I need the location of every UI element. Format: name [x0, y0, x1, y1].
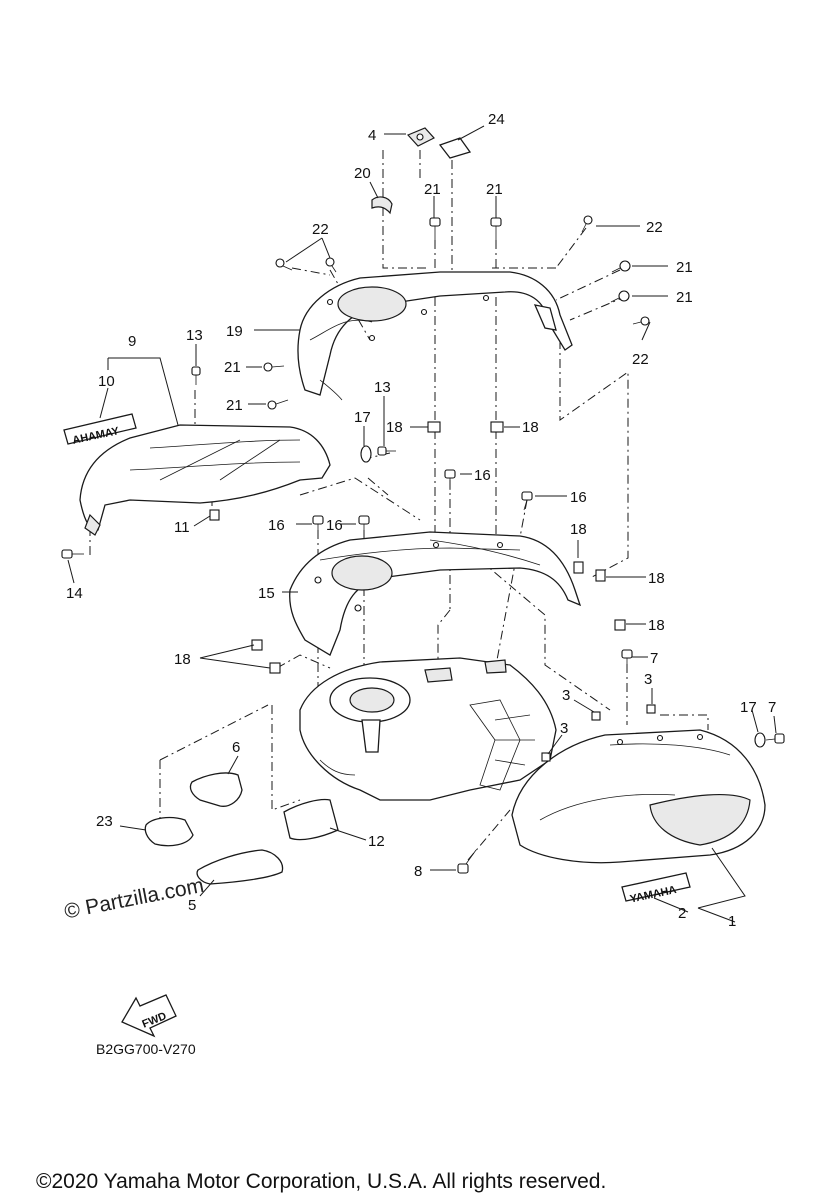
screw-16-a — [444, 469, 456, 490]
pad-part-5 — [196, 849, 284, 885]
callout-16-c: 16 — [268, 517, 285, 534]
screw-13-a — [191, 366, 201, 385]
left-side-cover-part-9 — [79, 424, 331, 536]
fwd-arrow-icon: FWD — [121, 994, 177, 1038]
tank-cover-part-15 — [289, 531, 582, 656]
callout-7-b: 7 — [768, 699, 776, 716]
clip-18-b — [490, 421, 504, 433]
callout-12: 12 — [368, 833, 385, 850]
screw-21-f — [267, 399, 289, 410]
screw-21-d — [610, 290, 630, 303]
leader-lines — [67, 125, 777, 923]
screw-22-c — [581, 215, 593, 233]
callout-3-b: 3 — [562, 687, 570, 704]
watermark: © Partzilla.com — [62, 874, 205, 924]
clip-11 — [209, 509, 220, 521]
clip-part-20 — [371, 196, 393, 215]
screw-21-c — [611, 260, 631, 273]
copyright-notice: ©2020 Yamaha Motor Corporation, U.S.A. A… — [36, 1170, 606, 1193]
pad-part-23 — [144, 816, 194, 847]
callout-3-c: 3 — [560, 720, 568, 737]
callout-17-b: 17 — [740, 699, 757, 716]
callout-19: 19 — [226, 323, 243, 340]
callout-4: 4 — [368, 127, 376, 144]
callout-21-e: 21 — [224, 359, 241, 376]
callout-11: 11 — [174, 519, 190, 536]
callout-14: 14 — [66, 585, 83, 602]
nut-3-c — [541, 752, 551, 762]
callout-21-a: 21 — [424, 181, 441, 198]
callout-18-e: 18 — [648, 617, 665, 634]
callout-16-b: 16 — [570, 489, 587, 506]
callout-23: 23 — [96, 813, 113, 830]
screw-16-c — [312, 515, 324, 535]
screw-21-b — [490, 217, 502, 242]
callout-1: 1 — [728, 913, 736, 930]
top-cover-part-19 — [297, 271, 573, 401]
clip-18-d — [595, 569, 606, 582]
callout-18-d: 18 — [648, 570, 665, 587]
nut-3-b — [646, 704, 656, 714]
right-side-cover-part-1 — [511, 729, 766, 864]
diagram-code: B2GG700-V270 — [96, 1041, 196, 1057]
washer-17-b — [754, 732, 766, 748]
fuel-tank — [299, 657, 557, 801]
callout-6: 6 — [232, 739, 240, 756]
callout-13-a: 13 — [186, 327, 203, 344]
emblem-part-4 — [406, 127, 435, 147]
clip-18-e — [614, 619, 626, 631]
callout-22-a: 22 — [312, 221, 329, 238]
callout-17-a: 17 — [354, 409, 371, 426]
callout-24: 24 — [488, 111, 505, 128]
callout-21-f: 21 — [226, 397, 243, 414]
callout-7-a: 7 — [650, 650, 658, 667]
washer-17-a — [360, 445, 372, 463]
callout-22-c: 22 — [632, 351, 649, 368]
callout-15: 15 — [258, 585, 275, 602]
callout-16-a: 16 — [474, 467, 491, 484]
clip-18-g — [269, 662, 281, 674]
callout-10: 10 — [98, 373, 115, 390]
callout-20: 20 — [354, 165, 371, 182]
fasteners — [61, 215, 785, 874]
screw-13-b — [377, 446, 396, 456]
callout-18-c: 18 — [570, 521, 587, 538]
tape-part-24 — [438, 137, 472, 159]
screw-22-b — [325, 257, 337, 273]
pad-part-12 — [283, 798, 339, 841]
callout-16-d: 16 — [326, 517, 343, 534]
screw-21-e — [263, 362, 285, 372]
screw-14 — [61, 549, 84, 559]
callout-9: 9 — [128, 333, 136, 350]
screw-16-b — [521, 491, 533, 511]
screw-7-b — [765, 733, 785, 744]
callout-18-f: 18 — [174, 651, 191, 668]
callout-labels: 4 24 20 21 21 22 22 21 21 22 19 21 21 9 … — [66, 111, 776, 930]
callout-22-b: 22 — [646, 219, 663, 236]
callout-18-a: 18 — [386, 419, 403, 436]
callout-18-b: 18 — [522, 419, 539, 436]
callout-8: 8 — [414, 863, 422, 880]
screw-22-a — [275, 258, 293, 271]
screw-22-d — [632, 316, 650, 326]
nut-3-a — [591, 711, 601, 721]
callout-13-b: 13 — [374, 379, 391, 396]
callout-21-c: 21 — [676, 259, 693, 276]
callout-5: 5 — [188, 897, 196, 914]
clip-18-c — [573, 561, 584, 574]
callout-2: 2 — [678, 905, 686, 922]
pad-part-6 — [189, 772, 243, 807]
callout-3-a: 3 — [644, 671, 652, 688]
screw-16-d — [358, 515, 370, 535]
screw-21-a — [429, 217, 441, 242]
callout-21-b: 21 — [486, 181, 503, 198]
screw-7-a — [621, 649, 633, 668]
emblem-part-2: YAMAHA — [621, 872, 691, 906]
clip-18-a — [427, 421, 441, 433]
bolt-8 — [457, 849, 477, 874]
callout-21-d: 21 — [676, 289, 693, 306]
